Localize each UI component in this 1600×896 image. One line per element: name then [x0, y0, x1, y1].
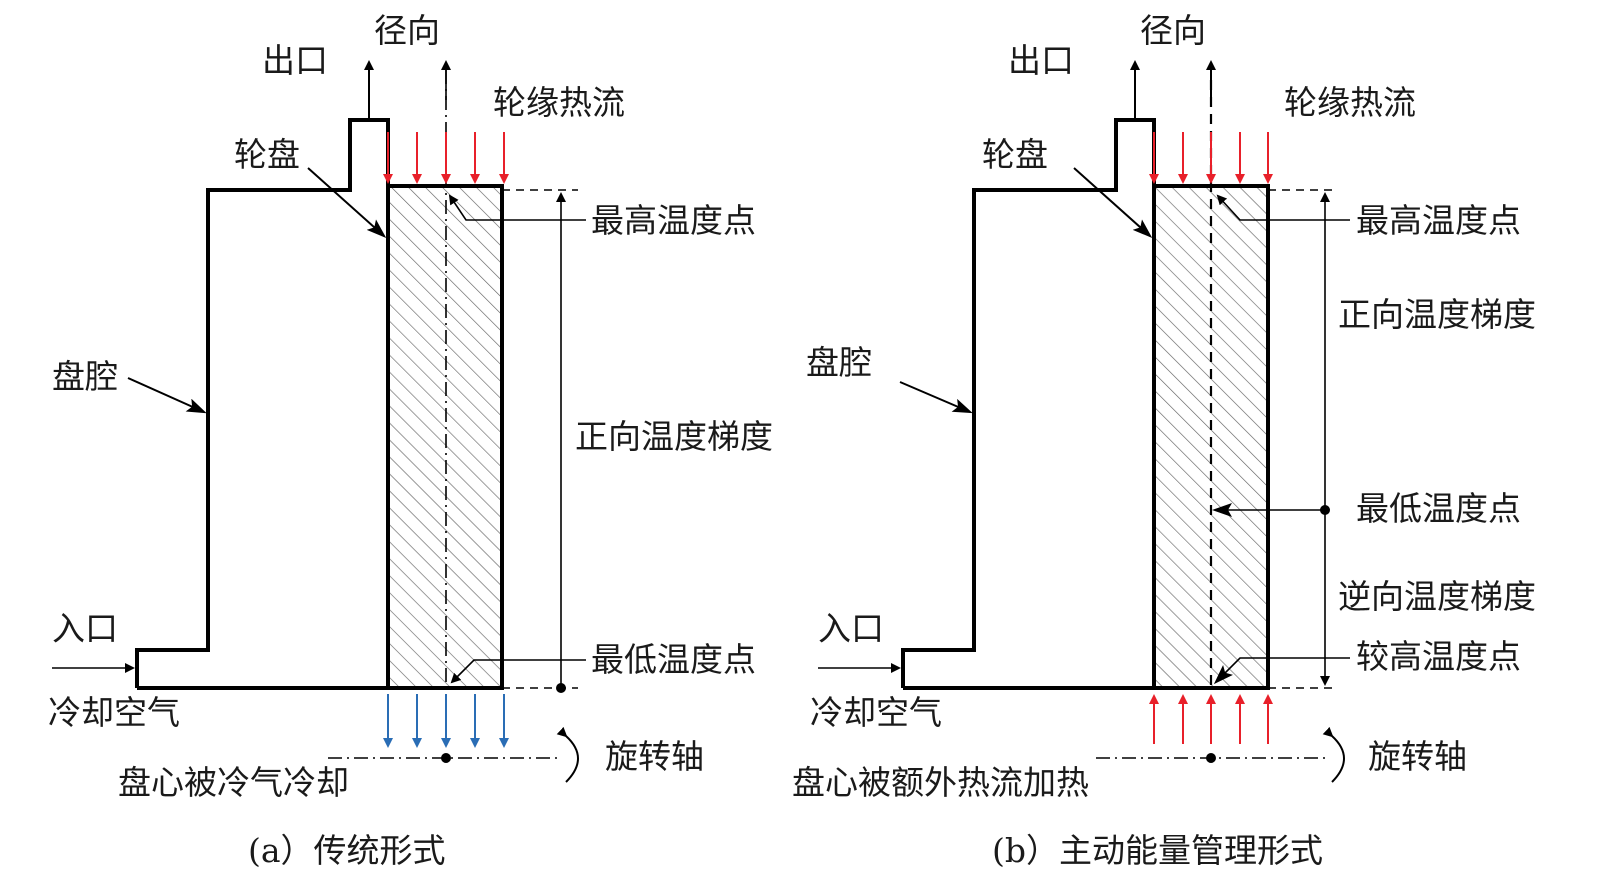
bore-note-label: 盘心被额外热流加热: [792, 763, 1089, 802]
outlet-label: 出口: [1008, 41, 1074, 80]
max-temp-leader: [448, 194, 586, 221]
forward-gradient-label: 正向温度梯度: [575, 417, 773, 456]
max-temp-leader: [1216, 194, 1350, 221]
disk-leader: [1073, 167, 1153, 239]
radial-label: 径向: [1140, 11, 1206, 50]
min-temp-label: 最低温度点: [1356, 489, 1521, 528]
rim-heat-flux-arrows: [1149, 132, 1273, 184]
cavity-outline: [135, 118, 390, 688]
axis-dot: [1206, 753, 1216, 763]
disk-label: 轮盘: [982, 135, 1048, 174]
max-temp-label: 最高温度点: [1356, 201, 1521, 240]
forward-gradient-label: 正向温度梯度: [1338, 295, 1536, 334]
panel-a: 出口 径向 轮缘热流 轮盘 最高温度点 盘腔 正向温度梯度 入口 最低温度点 冷…: [48, 11, 773, 870]
inlet-label: 入口: [818, 609, 884, 648]
max-temp-label: 最高温度点: [591, 201, 756, 240]
rim-heat-flux-label: 轮缘热流: [493, 83, 625, 122]
rim-heat-flux-label: 轮缘热流: [1284, 83, 1416, 122]
panel-b: 出口 径向 轮缘热流 轮盘 最高温度点 正向温度梯度 盘腔 最低温度点 逆向温度…: [792, 11, 1536, 870]
outlet-label: 出口: [262, 41, 328, 80]
cooling-air-label: 冷却空气: [810, 693, 942, 732]
min-temp-label: 最低温度点: [591, 640, 756, 679]
rotation-axis-label: 旋转轴: [605, 737, 704, 776]
rotation-axis-label: 旋转轴: [1368, 737, 1467, 776]
cavity-label: 盘腔: [806, 343, 872, 382]
axis-dot: [441, 753, 451, 763]
rim-heat-flux-arrows: [383, 132, 509, 184]
inlet-label: 入口: [52, 609, 118, 648]
radial-label: 径向: [374, 11, 440, 50]
cooling-air-label: 冷却空气: [48, 693, 180, 732]
cavity-leader: [127, 377, 207, 414]
reverse-gradient-label: 逆向温度梯度: [1338, 577, 1536, 616]
higher-temp-leader: [1213, 657, 1350, 685]
higher-temp-label: 较高温度点: [1356, 637, 1521, 676]
disk-leader: [307, 167, 387, 239]
cavity-outline: [901, 118, 1156, 688]
bore-note-label: 盘心被冷气冷却: [118, 763, 349, 802]
cavity-leader: [899, 381, 973, 414]
gradient-origin-dot: [556, 683, 566, 693]
cavity-label: 盘腔: [52, 357, 118, 396]
rotation-arrow: [1322, 726, 1345, 783]
bore-heating-arrows: [1149, 694, 1273, 744]
caption-b: (b）主动能量管理形式: [992, 831, 1323, 870]
disk-section: [386, 184, 504, 690]
rotation-arrow: [556, 726, 579, 783]
min-temp-leader: [450, 659, 586, 684]
bore-cooling-arrows: [383, 694, 509, 748]
caption-a: (a）传统形式: [248, 831, 446, 870]
disk-label: 轮盘: [234, 135, 300, 174]
